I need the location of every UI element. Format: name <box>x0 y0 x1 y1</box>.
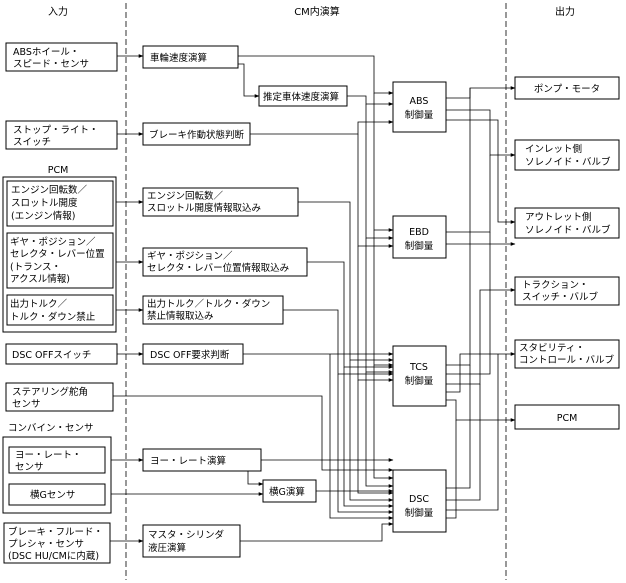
svg-text:ギヤ・ポジション／: ギヤ・ポジション／ <box>10 237 96 248</box>
svg-text:ストップ・ライト・: ストップ・ライト・ <box>13 125 99 136</box>
svg-text:トラクション・: トラクション・ <box>522 280 589 291</box>
input-engine-speed: エンジン回転数／ スロットル開度 (エンジン情報) <box>6 180 114 227</box>
svg-text:トルク・ダウン禁止: トルク・ダウン禁止 <box>10 311 96 323</box>
process-engine-info-in: エンジン回転数／ スロットル開度情報取込み <box>142 187 299 217</box>
svg-text:横G演算: 横G演算 <box>269 486 305 498</box>
process-master-cyl-calc: マスタ・シリンダ 液圧演算 <box>142 524 241 558</box>
controller-abs: ABS 制御量 <box>392 81 447 133</box>
connectors <box>105 54 516 543</box>
svg-text:制御量: 制御量 <box>405 109 434 121</box>
process-torque-info-in: 出力トルク／トルク・ダウン 禁止情報取込み <box>142 295 284 325</box>
combine-group-label: コンバイン・センサ <box>8 423 94 434</box>
svg-text:DSC OFF要求判断: DSC OFF要求判断 <box>150 349 230 361</box>
svg-text:マスタ・シリンダ: マスタ・シリンダ <box>148 529 225 541</box>
process-brake-state: ブレーキ作動状態判断 <box>142 122 251 146</box>
svg-text:PCM: PCM <box>557 413 578 424</box>
svg-text:コントロール・バルブ: コントロール・バルブ <box>519 354 615 366</box>
svg-text:ソレノイド・バルブ: ソレノイド・バルブ <box>525 156 611 168</box>
input-steering-angle-sensor: ステアリング舵角 センサ <box>5 382 114 412</box>
svg-text:(DSC HU/CMに内蔵): (DSC HU/CMに内蔵) <box>8 550 99 562</box>
svg-text:スロットル開度情報取込み: スロットル開度情報取込み <box>147 202 261 214</box>
process-wheel-speed-calc: 車輪速度演算 <box>142 45 239 69</box>
input-dsc-off-switch: DSC OFFスイッチ <box>5 343 118 365</box>
svg-text:エンジン回転数／: エンジン回転数／ <box>11 184 88 196</box>
input-brake-fluid-pressure-sensor: ブレーキ・フルード・ プレシャ・センサ (DSC HU/CMに内蔵) <box>3 522 111 564</box>
controller-tcs: TCS 制御量 <box>392 345 447 407</box>
svg-text:エンジン回転数／: エンジン回転数／ <box>147 190 224 202</box>
svg-text:(トランス・: (トランス・ <box>10 262 61 273</box>
svg-text:プレシャ・センサ: プレシャ・センサ <box>8 539 84 550</box>
output-pcm: PCM <box>514 404 620 430</box>
input-stop-light-switch: ストップ・ライト・ スイッチ <box>5 120 118 150</box>
svg-text:推定車体速度演算: 推定車体速度演算 <box>263 91 339 103</box>
output-outlet-valve: アウトレット側 ソレノイド・バルブ <box>514 207 620 239</box>
svg-text:TCS: TCS <box>409 362 428 373</box>
process-yaw-rate-calc: ヨー・レート演算 <box>142 448 262 472</box>
svg-text:ステアリング舵角: ステアリング舵角 <box>12 386 88 398</box>
input-yaw-rate-sensor: ヨー・レート・ センサ <box>8 446 106 474</box>
svg-text:DSC OFFスイッチ: DSC OFFスイッチ <box>12 350 91 361</box>
input-gear-position: ギヤ・ポジション／ セレクタ・レバー位置 (トランス・ アクスル情報) <box>6 232 114 289</box>
svg-text:ABSホイール・: ABSホイール・ <box>13 47 79 58</box>
svg-text:アクスル情報): アクスル情報) <box>10 273 70 285</box>
process-gear-info-in: ギヤ・ポジション／ セレクタ・レバー位置情報取込み <box>142 247 308 277</box>
pcm-group-label: PCM <box>48 165 69 176</box>
svg-text:EBD: EBD <box>409 227 429 238</box>
svg-text:出力トルク／: 出力トルク／ <box>10 298 68 310</box>
input-lateral-g-sensor: 横Gセンサ <box>8 483 106 506</box>
svg-text:制御量: 制御量 <box>405 240 434 252</box>
svg-text:センサ: センサ <box>12 399 41 410</box>
svg-text:スロットル開度: スロットル開度 <box>11 197 78 209</box>
svg-text:横Gセンサ: 横Gセンサ <box>30 489 75 501</box>
svg-text:ギヤ・ポジション／: ギヤ・ポジション／ <box>147 251 233 262</box>
svg-text:ヨー・レート演算: ヨー・レート演算 <box>150 455 226 467</box>
header-output: 出力 <box>555 5 575 18</box>
controller-ebd: EBD 制御量 <box>392 215 447 259</box>
svg-text:ブレーキ・フルード・: ブレーキ・フルード・ <box>8 526 103 538</box>
svg-text:ヨー・レート・: ヨー・レート・ <box>15 450 82 461</box>
svg-text:ソレノイド・バルブ: ソレノイド・バルブ <box>525 224 611 236</box>
svg-text:インレット側: インレット側 <box>525 143 582 155</box>
header-cm: CM内演算 <box>294 5 340 18</box>
svg-text:DSC: DSC <box>409 494 429 505</box>
controller-dsc: DSC 制御量 <box>392 469 447 533</box>
svg-text:セレクタ・レバー位置情報取込み: セレクタ・レバー位置情報取込み <box>147 262 289 274</box>
svg-text:ポンプ・モータ: ポンプ・モータ <box>534 84 600 95</box>
input-abs-wheel-speed-sensor: ABSホイール・ スピード・センサ <box>5 42 118 72</box>
output-traction-valve: トラクション・ スイッチ・バルブ <box>514 276 620 306</box>
svg-text:ABS: ABS <box>410 96 429 107</box>
svg-text:スピード・センサ: スピード・センサ <box>13 59 89 70</box>
svg-text:ブレーキ作動状態判断: ブレーキ作動状態判断 <box>149 129 245 141</box>
svg-text:出力トルク／トルク・ダウン: 出力トルク／トルク・ダウン <box>147 298 270 310</box>
svg-text:アウトレット側: アウトレット側 <box>525 211 592 223</box>
svg-text:液圧演算: 液圧演算 <box>148 542 186 554</box>
process-vehicle-speed-est: 推定車体速度演算 <box>258 85 348 107</box>
output-stability-valve: スタビリティ・ コントロール・バルブ <box>514 339 620 369</box>
svg-text:禁止情報取込み: 禁止情報取込み <box>147 310 214 322</box>
svg-text:(エンジン情報): (エンジン情報) <box>11 210 75 222</box>
svg-text:車輪速度演算: 車輪速度演算 <box>150 52 207 64</box>
svg-text:スタビリティ・: スタビリティ・ <box>519 343 585 354</box>
svg-text:制御量: 制御量 <box>405 375 434 387</box>
svg-text:センサ: センサ <box>15 462 44 473</box>
svg-text:セレクタ・レバー位置: セレクタ・レバー位置 <box>10 248 105 260</box>
process-lateral-g-calc: 横G演算 <box>262 479 317 503</box>
svg-text:スイッチ: スイッチ <box>13 137 51 148</box>
header-input: 入力 <box>48 5 68 18</box>
input-output-torque: 出力トルク／ トルク・ダウン禁止 <box>6 294 114 326</box>
process-dsc-off-judge: DSC OFF要求判断 <box>142 343 244 365</box>
output-inlet-valve: インレット側 ソレノイド・バルブ <box>514 139 620 171</box>
svg-text:制御量: 制御量 <box>405 507 434 519</box>
output-pump-motor: ポンプ・モータ <box>514 76 620 100</box>
svg-text:スイッチ・バルブ: スイッチ・バルブ <box>522 291 599 303</box>
